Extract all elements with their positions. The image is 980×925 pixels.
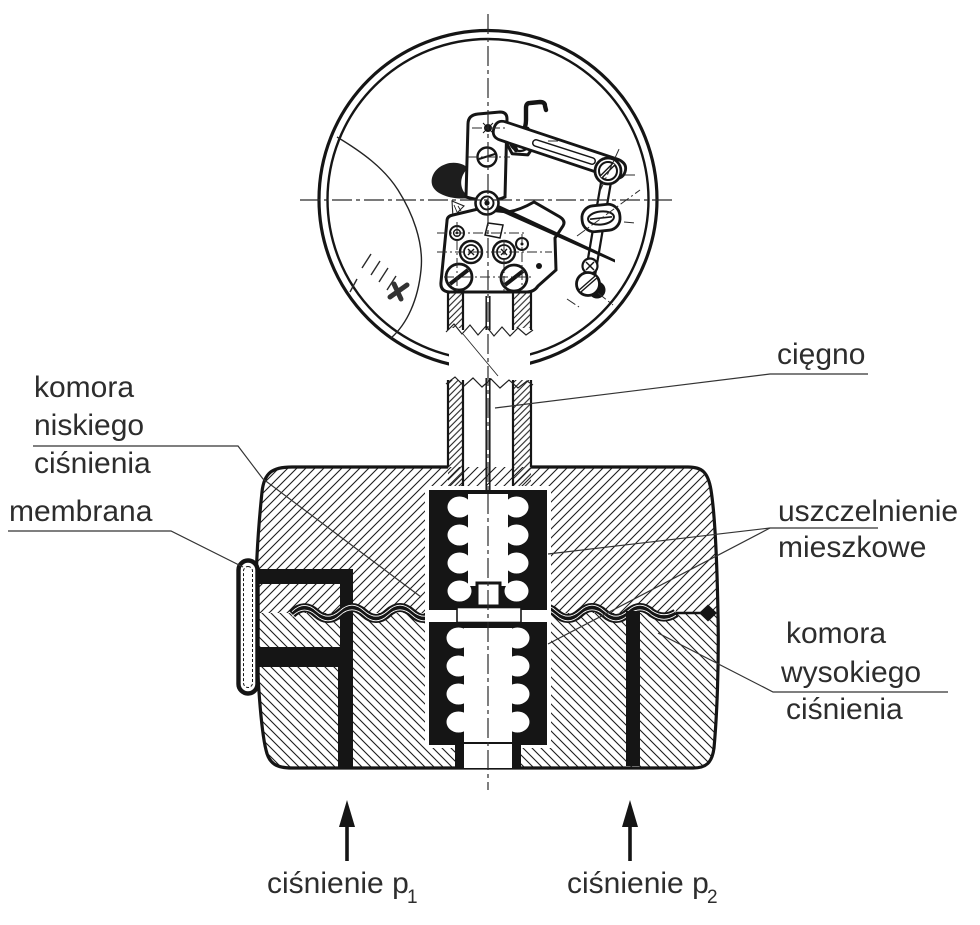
- break-line-upper: [445, 323, 534, 337]
- arrow-head-p1: [339, 800, 355, 827]
- label-komora-wysokiego-line3: ciśnienia: [786, 693, 903, 726]
- label-ciegno: cięgno: [777, 338, 865, 371]
- membrane-capsule: [236, 558, 260, 696]
- leader-membrana: [8, 530, 244, 568]
- label-komora-wysokiego-line2: wysokiego: [780, 656, 921, 689]
- label-cisnienie-p2-subscript: 2: [707, 887, 718, 908]
- plate-screws: [444, 225, 542, 293]
- label-cisnienie-p2: ciśnienie p: [567, 867, 709, 900]
- adjustment-slot-oval: [580, 202, 622, 234]
- centerlines: [300, 14, 676, 790]
- label-komora-wysokiego-line1: komora: [786, 617, 886, 650]
- arrow-head-p2: [622, 800, 638, 827]
- dial-sector-curve: [336, 136, 423, 339]
- label-komora-niskiego-line2: niskiego: [34, 409, 144, 442]
- label-uszczelnienie-line1: uszczelnienie: [778, 495, 958, 528]
- label-uszczelnienie-line2: mieszkowe: [778, 531, 926, 564]
- label-komora-niskiego-line1: komora: [34, 371, 134, 404]
- break-line-lower: [445, 376, 534, 389]
- label-cisnienie-p1-subscript: 1: [407, 887, 418, 908]
- label-cisnienie-p1: ciśnienie p: [267, 867, 409, 900]
- pointer-needle: [490, 201, 615, 263]
- balance-wing: [431, 162, 470, 199]
- leader-uszczelnienie-lower: [547, 527, 771, 645]
- dial-scale-ticks: [349, 253, 397, 293]
- label-komora-niskiego-line3: ciśnienia: [34, 447, 151, 480]
- leader-lines: [8, 373, 948, 693]
- gauge-head: [317, 28, 659, 490]
- leader-komora-niskiego: [33, 445, 422, 598]
- low-pressure-chamber-wall: [247, 569, 353, 768]
- leader-komora-wysokiego: [657, 632, 948, 693]
- membrane-spacer-plate: [456, 606, 522, 624]
- dial-pointer-cross-mark: [387, 281, 410, 302]
- construction-centerlines: [437, 127, 641, 308]
- label-membrana: membrana: [9, 495, 153, 528]
- leader-ciegno: [494, 373, 868, 409]
- bellows-seal-lower: [429, 622, 547, 768]
- pressure-arrow-p1: [339, 800, 355, 861]
- high-pressure-partition-wall: [626, 611, 640, 766]
- gauge-movement-mechanism: [431, 99, 641, 308]
- pressure-arrow-p2: [622, 800, 638, 861]
